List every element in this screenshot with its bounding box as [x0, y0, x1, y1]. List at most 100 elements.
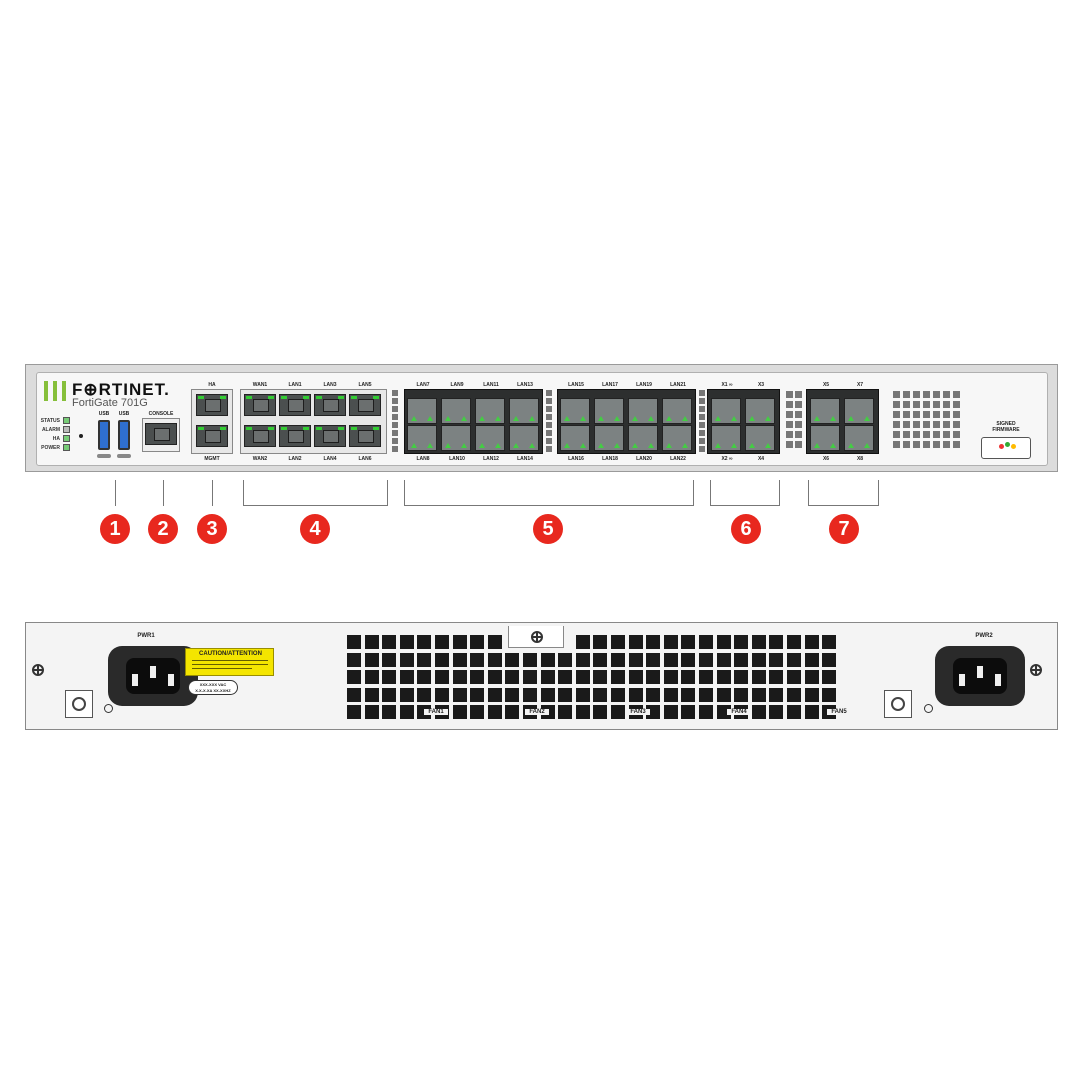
sfp-port[interactable]: [560, 425, 590, 451]
mgmt-port[interactable]: [196, 425, 228, 447]
front-vent: [546, 414, 552, 420]
callout-3: 3: [197, 514, 227, 544]
sfp-port[interactable]: [711, 425, 741, 451]
front-vent: [933, 431, 940, 438]
rj45-port[interactable]: [244, 425, 276, 447]
power-led-icon: [63, 444, 70, 451]
back-vent: [470, 705, 485, 720]
sfp-port[interactable]: [407, 398, 437, 424]
front-vent: [786, 441, 793, 448]
back-vent: [804, 705, 819, 720]
sfp-port[interactable]: [711, 398, 741, 424]
back-vent: [347, 687, 361, 702]
back-vent: [751, 652, 766, 667]
sfp-port[interactable]: [628, 425, 658, 451]
rj45-bottom-label: LAN2: [288, 456, 302, 462]
sfp-led-icon: [830, 443, 836, 448]
sfp-port[interactable]: [745, 425, 775, 451]
callout-1: 1: [100, 514, 130, 544]
back-vent: [382, 635, 397, 649]
back-vent: [470, 652, 485, 667]
sfp-port[interactable]: [560, 398, 590, 424]
console-port[interactable]: [145, 423, 177, 445]
front-vent: [546, 398, 552, 404]
right-screw-icon: [1030, 664, 1042, 676]
sfp-led-icon: [513, 416, 519, 421]
pwr1-socket[interactable]: [108, 646, 198, 706]
sfp-port[interactable]: [810, 425, 840, 451]
sfp-led-icon: [864, 443, 870, 448]
back-vent: [435, 652, 449, 667]
callout-4: 4: [300, 514, 330, 544]
back-vent: [822, 670, 837, 685]
pwr1-label: PWR1: [137, 633, 155, 639]
sfp-port[interactable]: [407, 425, 437, 451]
rj45-port[interactable]: [244, 394, 276, 416]
rj45-bottom-label: WAN2: [252, 456, 268, 462]
back-vent: [399, 670, 414, 685]
back-vent: [347, 705, 361, 720]
back-vent: [575, 652, 590, 667]
sfp-port[interactable]: [509, 398, 539, 424]
sfp-led-icon: [598, 443, 604, 448]
sfp-led-icon: [479, 416, 485, 421]
sfp-bottom-label: X4: [757, 456, 765, 462]
sfp-port[interactable]: [662, 398, 692, 424]
sfp-port[interactable]: [594, 398, 624, 424]
sfp-port[interactable]: [475, 425, 505, 451]
pwr2-socket[interactable]: [935, 646, 1025, 706]
front-vent: [786, 431, 793, 438]
sfp-led-icon: [765, 443, 771, 448]
fan-label: FAN1: [424, 709, 448, 715]
back-vent: [734, 670, 749, 685]
sfp-led-icon: [731, 443, 737, 448]
front-vent: [392, 414, 398, 420]
front-vent: [786, 391, 793, 398]
rj45-port[interactable]: [314, 425, 346, 447]
sfp-port[interactable]: [441, 398, 471, 424]
ground-screw-icon: [72, 697, 86, 711]
sfp-port[interactable]: [441, 425, 471, 451]
sfp-port[interactable]: [594, 425, 624, 451]
sfp-port[interactable]: [628, 398, 658, 424]
rj45-port[interactable]: [279, 394, 311, 416]
reset-button[interactable]: [79, 434, 83, 438]
sfp-port[interactable]: [810, 398, 840, 424]
back-vent: [822, 652, 837, 667]
sfp-led-icon: [529, 443, 535, 448]
rj45-port[interactable]: [349, 394, 381, 416]
sfp-port[interactable]: [844, 425, 874, 451]
front-vent: [933, 391, 940, 398]
back-vent: [487, 687, 502, 702]
sfp-led-icon: [495, 416, 501, 421]
led-label-alarm: ALARM: [41, 427, 60, 433]
caution-title: CAUTION/ATTENTION: [199, 651, 262, 657]
rj45-port[interactable]: [349, 425, 381, 447]
back-vent: [593, 687, 608, 702]
front-vent: [546, 406, 552, 412]
rj45-port[interactable]: [279, 425, 311, 447]
back-vent: [628, 670, 643, 685]
sfp-port[interactable]: [509, 425, 539, 451]
rj45-port[interactable]: [314, 394, 346, 416]
back-vent: [470, 687, 485, 702]
sfp-port[interactable]: [475, 398, 505, 424]
front-vent: [786, 401, 793, 408]
front-vent: [786, 411, 793, 418]
fan-label: FAN4: [727, 709, 751, 715]
ha-port[interactable]: [196, 394, 228, 416]
sfp-port[interactable]: [662, 425, 692, 451]
sfp-led-icon: [632, 443, 638, 448]
sfp-led-icon: [529, 416, 535, 421]
sfp-port[interactable]: [844, 398, 874, 424]
back-vent: [681, 670, 696, 685]
back-vent: [787, 705, 801, 720]
back-vent: [364, 652, 379, 667]
sfp-led-icon: [648, 443, 654, 448]
front-vent: [943, 391, 950, 398]
sfp-led-icon: [814, 443, 820, 448]
sfp-port[interactable]: [745, 398, 775, 424]
back-vent: [558, 705, 573, 720]
usb-port-2[interactable]: [118, 420, 130, 450]
usb-port-1[interactable]: [98, 420, 110, 450]
